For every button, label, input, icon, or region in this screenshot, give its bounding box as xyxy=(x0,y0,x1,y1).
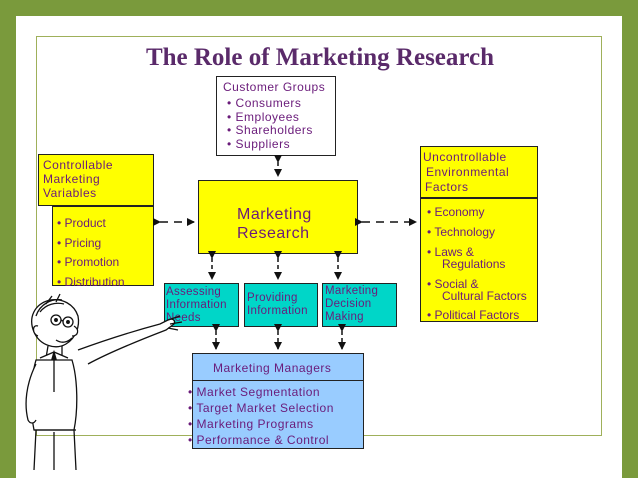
uncontrollable-item: • Economy xyxy=(427,206,527,218)
customer-groups-list: • Consumers • Employees • Shareholders •… xyxy=(227,96,313,151)
marketing-research-line: Marketing xyxy=(237,206,312,223)
marketing-managers-items-box: • Market Segmentation • Target Market Se… xyxy=(188,381,364,449)
manager-item: • Target Market Selection xyxy=(188,401,334,415)
controllable-heading-box: Controllable Marketing Variables xyxy=(38,154,154,206)
uncontrollable-item-line: Cultural Factors xyxy=(442,289,527,303)
controllable-heading-line: Marketing xyxy=(43,172,101,186)
uncontrollable-item: • Laws & Regulations xyxy=(427,246,527,270)
uncontrollable-item-line: • Social & xyxy=(427,277,479,291)
uncontrollable-item-line: • Economy xyxy=(427,205,485,219)
role-line: Assessing xyxy=(166,286,222,298)
uncontrollable-heading: Uncontrollable Environmental Factors xyxy=(423,150,509,195)
uncontrollable-item: • Social & Cultural Factors xyxy=(427,278,527,302)
controllable-heading: Controllable Marketing Variables xyxy=(43,158,113,200)
customer-group-item: • Consumers xyxy=(227,96,302,110)
marketing-research-line: Research xyxy=(237,225,310,242)
role-line: Providing xyxy=(247,292,298,304)
presenter-cartoon-illustration xyxy=(25,293,183,471)
controllable-heading-line: Variables xyxy=(43,186,97,200)
uncontrollable-item: • Political Factors xyxy=(427,309,527,321)
uncontrollable-heading-box: Uncontrollable Environmental Factors xyxy=(420,146,538,198)
uncontrollable-item-line: • Political Factors xyxy=(427,308,520,322)
manager-item: • Market Segmentation xyxy=(188,385,321,399)
controllable-item: • Promotion xyxy=(57,255,120,269)
controllable-item: • Pricing xyxy=(57,235,102,250)
providing-information-box: Providing Information xyxy=(244,283,318,327)
marketing-managers-box: Marketing Managers xyxy=(192,353,364,381)
decision-making-label: Marketing Decision Making xyxy=(325,285,378,324)
customer-groups-heading: Customer Groups xyxy=(223,80,326,94)
uncontrollable-item-line: Regulations xyxy=(442,257,506,271)
marketing-research-box: Marketing Research xyxy=(198,180,358,254)
uncontrollable-heading-line: Environmental xyxy=(426,165,510,179)
role-line: Information xyxy=(166,299,227,311)
role-line: Making xyxy=(325,311,364,323)
customer-group-item: • Suppliers xyxy=(227,136,291,151)
slide-title: The Role of Marketing Research xyxy=(145,44,495,71)
controllable-items-box: • Product • Pricing • Promotion • Distri… xyxy=(52,206,154,289)
manager-item: • Marketing Programs xyxy=(188,417,314,431)
managers-list: • Market Segmentation • Target Market Se… xyxy=(188,384,334,448)
controllable-list: • Product • Pricing • Promotion • Distri… xyxy=(57,214,125,292)
customer-group-item: • Employees xyxy=(227,109,300,124)
role-line: Decision xyxy=(325,298,372,310)
role-line: Marketing xyxy=(325,285,379,297)
uncontrollable-heading-line: Uncontrollable xyxy=(423,150,507,164)
marketing-research-label: Marketing Research xyxy=(237,205,312,243)
uncontrollable-item-line: • Laws & xyxy=(427,245,474,259)
uncontrollable-item: • Technology xyxy=(427,226,527,238)
uncontrollable-list: • Economy • Technology • Laws & Regulati… xyxy=(427,206,527,321)
uncontrollable-heading-line: Factors xyxy=(425,180,469,194)
controllable-item: • Product xyxy=(57,216,106,230)
controllable-item: • Distribution xyxy=(57,274,125,289)
providing-information-label: Providing Information xyxy=(247,292,308,318)
assessing-needs-box: Assessing Information Needs xyxy=(164,283,239,327)
role-line: Information xyxy=(247,305,308,317)
controllable-heading-line: Controllable xyxy=(43,158,114,172)
marketing-managers-heading: Marketing Managers xyxy=(213,361,332,375)
manager-item: • Performance & Control xyxy=(188,433,330,447)
customer-group-item: • Shareholders xyxy=(227,123,313,137)
uncontrollable-items-box: • Economy • Technology • Laws & Regulati… xyxy=(420,198,538,322)
uncontrollable-item-line: • Technology xyxy=(427,225,496,239)
decision-making-box: Marketing Decision Making xyxy=(322,283,397,327)
